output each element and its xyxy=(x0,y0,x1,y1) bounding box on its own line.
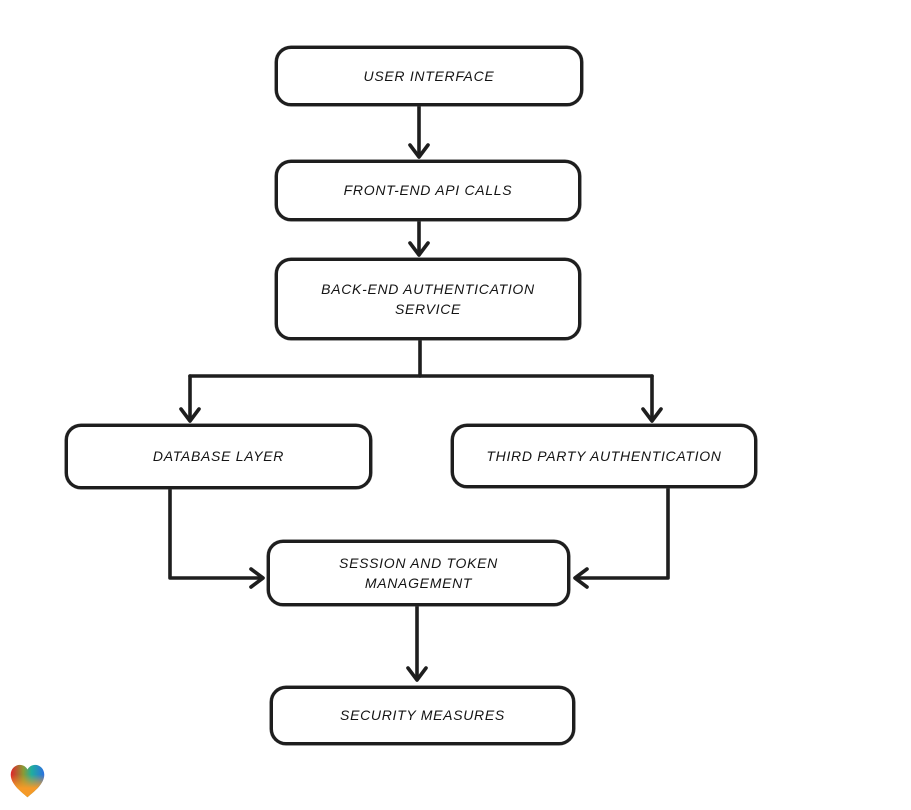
node-label: USER INTERFACE xyxy=(363,67,495,84)
edge-database-to-session xyxy=(168,487,265,589)
edge-frontend-to-backend xyxy=(408,219,430,257)
node-label: SESSION AND TOKEN MANAGEMENT xyxy=(339,554,498,591)
node-front-end-api-calls: FRONT-END API CALLS xyxy=(275,160,581,221)
node-database-layer: DATABASE LAYER xyxy=(65,424,372,489)
edge-ui-to-frontend xyxy=(408,104,430,159)
edge-thirdparty-to-session xyxy=(573,486,670,589)
heart-icon xyxy=(10,764,45,798)
node-label: DATABASE LAYER xyxy=(152,448,285,465)
node-label: THIRD PARTY AUTHENTICATION xyxy=(486,447,722,464)
node-label: BACK-END AUTHENTICATION SERVICE xyxy=(321,280,535,317)
node-session-and-token-management: SESSION AND TOKEN MANAGEMENT xyxy=(267,540,570,606)
edge-session-to-security xyxy=(406,604,428,682)
node-label: SECURITY MEASURES xyxy=(340,707,505,724)
node-label: FRONT-END API CALLS xyxy=(343,182,513,199)
edge-backend-branch xyxy=(179,338,663,423)
node-back-end-authentication-service: BACK-END AUTHENTICATION SERVICE xyxy=(275,258,581,340)
node-third-party-authentication: THIRD PARTY AUTHENTICATION xyxy=(451,424,757,488)
node-security-measures: SECURITY MEASURES xyxy=(270,686,575,745)
node-user-interface: USER INTERFACE xyxy=(275,46,583,106)
